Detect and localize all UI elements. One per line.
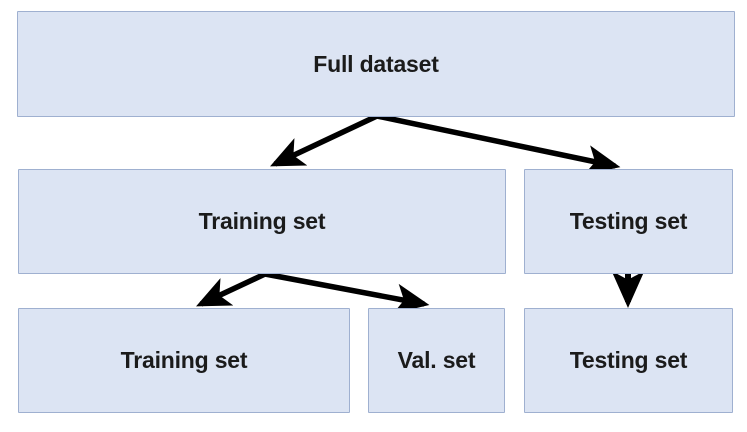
node-training-set-level-1[interactable]: Training set <box>18 169 506 274</box>
edge-training-to-val <box>264 271 430 314</box>
node-val-set[interactable]: Val. set <box>368 308 505 413</box>
edge-full-to-training <box>270 113 379 167</box>
node-training-set-level-2[interactable]: Training set <box>18 308 350 413</box>
node-label-training-set-level-1: Training set <box>198 208 326 234</box>
node-full-dataset[interactable]: Full dataset <box>17 11 735 117</box>
edge-full-to-testing <box>376 113 621 175</box>
node-label-testing-set-level-1: Testing set <box>569 208 688 234</box>
node-label-training-set-level-2: Training set <box>120 347 248 373</box>
arrow-down-right-icon <box>264 271 430 314</box>
node-label-full-dataset: Full dataset <box>313 50 439 77</box>
edge-training-to-training <box>196 271 267 307</box>
node-label-val-set: Val. set <box>397 347 476 373</box>
node-testing-set-level-2[interactable]: Testing set <box>524 308 733 413</box>
node-label-testing-set-level-2: Testing set <box>569 347 688 373</box>
arrow-down-left-icon <box>270 113 379 167</box>
arrow-down-left-icon <box>196 271 267 307</box>
node-testing-set-level-1[interactable]: Testing set <box>524 169 733 274</box>
arrow-down-right-icon <box>376 113 621 175</box>
